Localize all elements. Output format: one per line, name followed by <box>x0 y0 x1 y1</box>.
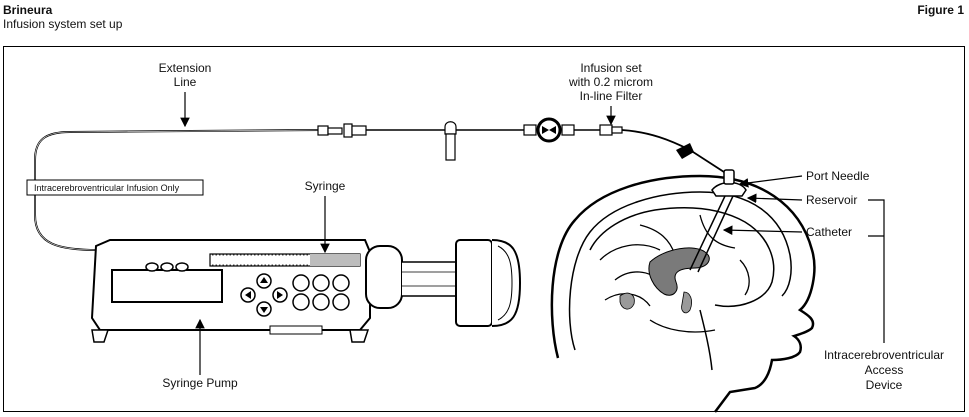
tube-to-port <box>621 129 725 173</box>
head-profile <box>550 174 816 413</box>
figure-number: Figure 1 <box>917 3 964 17</box>
infusion-set-label-1: Infusion set <box>580 61 642 75</box>
syringe-pump-label: Syringe Pump <box>162 376 238 390</box>
extension-line-label-2: Line <box>174 75 197 89</box>
pump-display <box>111 269 223 303</box>
document-title: Brineura <box>3 3 53 17</box>
tube-clip <box>676 143 694 159</box>
document-subtitle: Infusion system set up <box>3 17 123 31</box>
plunger-knob <box>455 239 493 327</box>
luer-connector-right <box>599 124 623 136</box>
keypad <box>292 274 350 311</box>
pump-indicator-light <box>160 262 174 272</box>
extension-line-tube-inner <box>34 129 321 251</box>
access-device-label-3: Device <box>866 378 903 392</box>
syringe-pump <box>90 239 522 343</box>
catheter-label: Catheter <box>806 225 852 239</box>
access-device <box>689 169 747 273</box>
warning-label-box <box>26 179 204 196</box>
infusion-set-label-2: with 0.2 microm <box>568 75 653 89</box>
catheter <box>689 195 734 273</box>
access-device-label-2: Access <box>865 363 904 377</box>
port-needle-label: Port Needle <box>806 169 870 183</box>
syringe-label: Syringe <box>305 179 346 193</box>
access-device-label-1: Intracerebroventricular <box>824 348 944 362</box>
inline-filter <box>523 117 575 143</box>
extension-line-label-1: Extension <box>159 61 212 75</box>
infusion-set-label-3: In-line Filter <box>580 89 643 103</box>
plunger-driver <box>365 245 403 309</box>
roller-clamp <box>444 121 457 161</box>
pump-indicator-light <box>175 262 189 272</box>
figure-frame <box>3 46 965 412</box>
luer-connector-left <box>317 123 367 138</box>
reservoir <box>711 181 747 197</box>
port-needle <box>723 169 735 185</box>
reservoir-label: Reservoir <box>806 193 857 207</box>
warning-label: Intracerebroventricular Infusion Only <box>34 183 180 193</box>
pump-indicator-light <box>145 262 159 272</box>
access-device-bracket <box>868 199 885 343</box>
